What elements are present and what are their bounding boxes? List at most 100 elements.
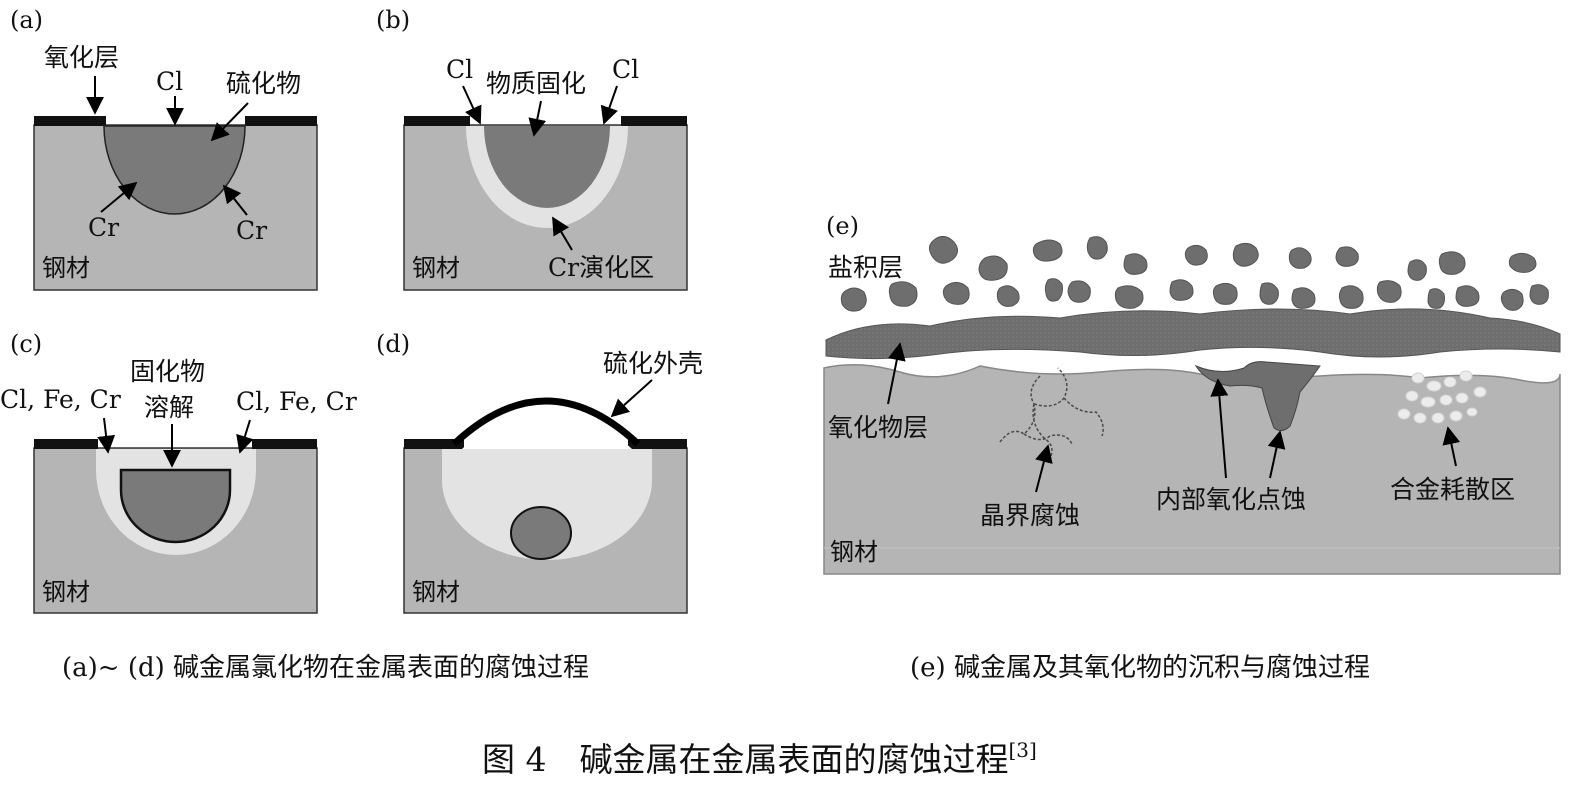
panel-e-depletion-label: 合金耗散区 [1390, 475, 1515, 504]
panel-c-ions-left-arrow [97, 417, 116, 454]
salt-particle [996, 285, 1020, 307]
panel-c-steel-label: 钢材 [42, 578, 90, 606]
salt-particle [888, 281, 918, 307]
salt-particle [1376, 280, 1402, 303]
caption-left: (a)~ (d) 碱金属氯化物在金属表面的腐蚀过程 [62, 653, 589, 683]
panel-a-cr-left-label: Cr [88, 213, 119, 242]
panel-a-cr-right-arrow [222, 184, 248, 216]
panel-e-depletion-arrow [1442, 426, 1461, 467]
panel-b: (b) Cl 物质固化 Cl Cr演化区 钢材 [376, 6, 688, 291]
panel-a-cr-left-arrow [100, 181, 138, 213]
panel-b-cl-left-arrow [462, 85, 482, 125]
panel-a-steel-label: 钢材 [42, 254, 90, 282]
panel-b-steel-label: 钢材 [412, 254, 460, 282]
panel-c-oxide-film-left [34, 439, 98, 449]
depletion-dot [1420, 396, 1436, 408]
panel-a-sulfide-pit [103, 125, 246, 215]
panel-a-oxide-film-left [34, 116, 106, 126]
depletion-dot [1411, 372, 1425, 384]
salt-particle [1086, 236, 1108, 260]
panel-c-solid-label-1: 固化物 [130, 357, 205, 386]
panel-e-pit-label: 内部氧化点蚀 [1156, 485, 1306, 514]
salt-particle [1500, 288, 1524, 311]
panel-d-oxide-film-left [404, 439, 464, 449]
salt-particle [928, 236, 958, 264]
panel-a-sulfide-arrow [210, 102, 249, 142]
panel-e-grain-label: 晶界腐蚀 [980, 501, 1080, 530]
salt-particle [1288, 247, 1312, 269]
salt-particle [1291, 287, 1316, 309]
panel-e-oxide-arrow [887, 342, 906, 405]
panel-a-cr-right-label: Cr [236, 216, 267, 245]
panel-b-solidify-arrow [528, 100, 547, 137]
panel-a-oxide-film-right [245, 116, 317, 126]
panel-e-pit-arrow-left [1210, 378, 1229, 479]
panel-c-oxide-film-right [252, 439, 317, 449]
figure-caption-text: 图 4 碱金属在金属表面的腐蚀过程 [482, 740, 1009, 779]
salt-particle [1259, 282, 1279, 305]
depletion-dot [1459, 370, 1473, 382]
depletion-dot [1405, 390, 1419, 402]
panel-d-shell-interior [462, 408, 632, 449]
depletion-dot [1397, 408, 1411, 420]
panel-c-ions-right-arrow [236, 419, 254, 454]
panel-e-steel [823, 364, 1561, 575]
panel-a-tag: (a) [10, 6, 43, 34]
figure-caption-ref: [3] [1009, 738, 1037, 762]
depletion-dot [1449, 410, 1463, 422]
panel-e-oxide-band [825, 308, 1561, 360]
depletion-dot [1443, 376, 1457, 388]
salt-particle [1123, 253, 1148, 275]
panel-b-cr-zone-label: Cr演化区 [548, 253, 654, 282]
panel-d-residual-particle [510, 506, 572, 560]
depletion-dot [1473, 386, 1487, 398]
panel-b-cr-zone-arrow [552, 216, 573, 251]
panel-e: (e) [823, 212, 1561, 575]
panel-b-solidify-label: 物质固化 [486, 69, 586, 98]
panel-e-oxide-label: 氧化物层 [828, 413, 928, 442]
panel-c-ions-left-label: Cl, Fe, Cr [0, 385, 121, 414]
panel-e-salt-label: 盐积层 [828, 253, 903, 282]
salt-particle [1212, 282, 1238, 305]
panel-e-salt-particles [840, 236, 1549, 312]
panel-e-pit-arrow-right [1267, 430, 1286, 479]
panel-d-tag: (d) [376, 330, 410, 358]
panel-e-depletion-dots [1397, 370, 1487, 424]
salt-particle [1455, 285, 1480, 307]
salt-particle [1232, 242, 1259, 267]
panel-e-gap [823, 352, 1561, 368]
panel-d-oxide-film-right [628, 439, 687, 449]
panel-b-solidified-core [484, 126, 610, 208]
depletion-dot [1466, 407, 1478, 417]
panel-b-tag: (b) [376, 6, 410, 34]
panel-c: (c) 固化物 溶解 Cl, Fe, Cr Cl, Fe, Cr 钢材 [0, 330, 357, 614]
depletion-dot [1455, 392, 1469, 404]
panel-a: (a) 氧化层 Cl 硫化物 Cr Cr 钢材 [10, 6, 318, 291]
salt-particle [1508, 252, 1537, 273]
depletion-dot [1439, 394, 1453, 406]
caption-right: (e) 碱金属及其氧化物的沉积与腐蚀过程 [910, 653, 1370, 683]
panel-b-oxide-film-right [621, 116, 687, 126]
figure-caption: 图 4 碱金属在金属表面的腐蚀过程[3] [482, 738, 1037, 779]
panel-e-tag: (e) [826, 212, 859, 240]
panel-c-tag: (c) [10, 330, 42, 358]
salt-particle [1427, 288, 1445, 309]
panel-e-steel-label: 钢材 [830, 538, 878, 566]
salt-particle [1438, 251, 1466, 275]
panel-d-dissolution-zone [442, 449, 652, 560]
panel-e-grain-boundary-lines [999, 367, 1104, 459]
depletion-dot [1426, 380, 1442, 392]
panel-c-solid-label-2: 溶解 [144, 393, 194, 422]
salt-particle [1067, 280, 1091, 303]
depletion-dot [1413, 412, 1427, 424]
salt-particle [978, 255, 1008, 281]
panel-d-shell-label: 硫化外壳 [603, 349, 703, 378]
panel-c-ions-right-label: Cl, Fe, Cr [236, 387, 357, 416]
depletion-dot [1431, 412, 1445, 424]
salt-particle [1407, 259, 1427, 281]
panel-b-cl-left-label: Cl [446, 55, 473, 84]
panel-e-grain-arrow [1035, 444, 1053, 493]
salt-particle [1184, 244, 1208, 266]
panel-d: (d) 硫化外壳 钢材 [376, 330, 703, 614]
